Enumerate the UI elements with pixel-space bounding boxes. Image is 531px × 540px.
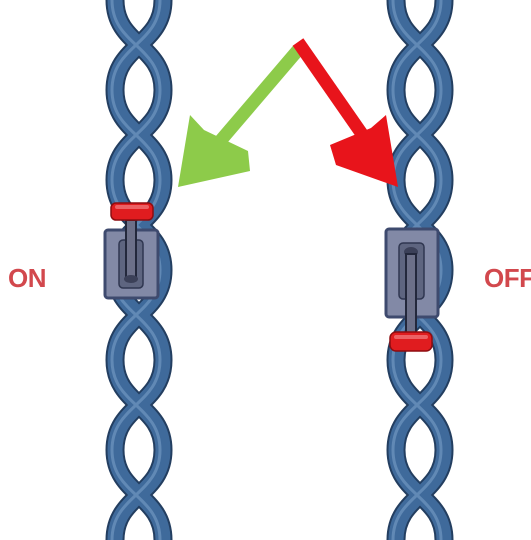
red-arrow: [292, 38, 398, 187]
switch-handle-red: [389, 331, 433, 352]
switch-lever-base: [124, 275, 138, 283]
switch-lever: [405, 253, 417, 337]
green-arrow: [178, 45, 303, 187]
on-label: ON: [8, 263, 47, 293]
toggle-switch-off: [384, 227, 440, 352]
switch-lever: [125, 219, 137, 278]
toggle-switch-on: [103, 202, 160, 300]
off-label: OFF: [484, 263, 531, 293]
